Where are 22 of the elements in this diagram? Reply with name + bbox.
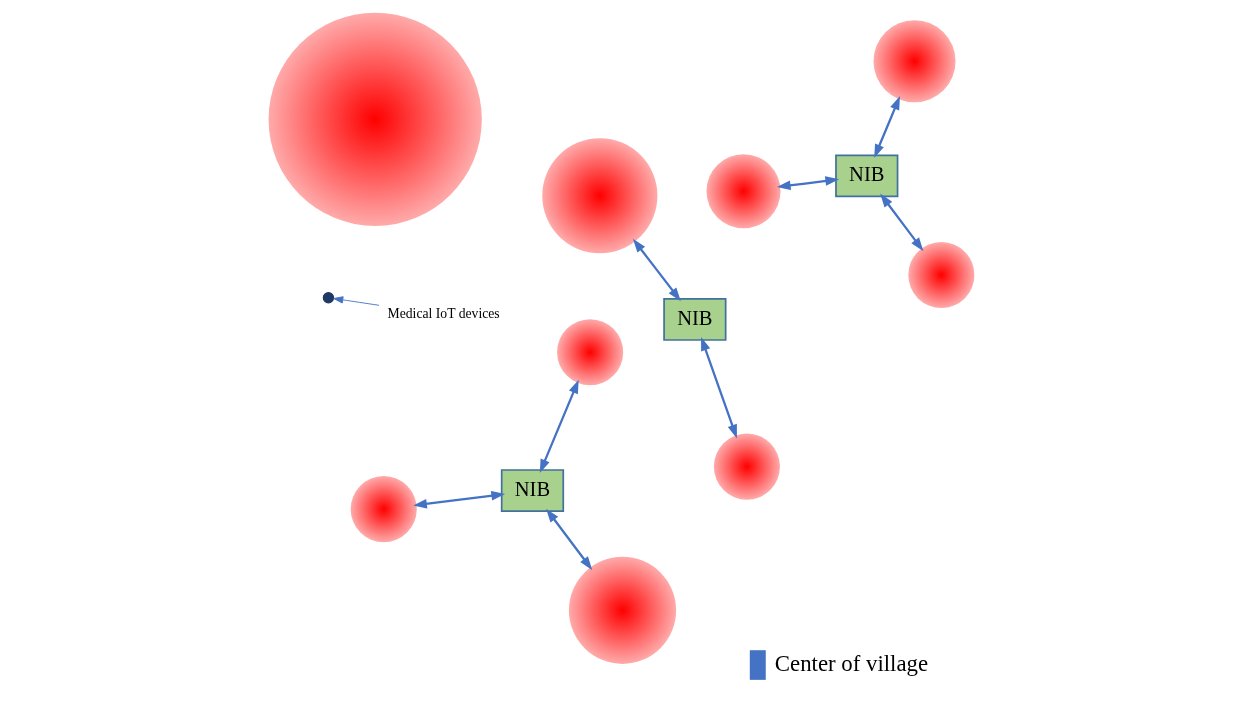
node-circle [322, 292, 335, 304]
node-box: NIB [835, 154, 899, 198]
arrow [701, 337, 737, 439]
arrow [632, 238, 681, 302]
node-box: NIB [500, 469, 565, 512]
arrow [333, 296, 380, 306]
node-circle [706, 154, 781, 229]
node-circle [268, 12, 482, 226]
arrow [776, 176, 840, 191]
arrow [880, 193, 924, 252]
node-circle [713, 433, 780, 500]
arrow [546, 508, 593, 571]
node-circle [557, 319, 624, 386]
arrow [539, 379, 579, 473]
node-circle [350, 476, 417, 543]
arrow [874, 96, 900, 158]
arrow [413, 490, 506, 509]
node-circle [908, 241, 975, 309]
node-box: NIB [663, 298, 727, 341]
node-circle [873, 20, 956, 103]
legend-label: Center of village [774, 650, 929, 676]
node-text: Medical IoT devices [387, 306, 500, 322]
